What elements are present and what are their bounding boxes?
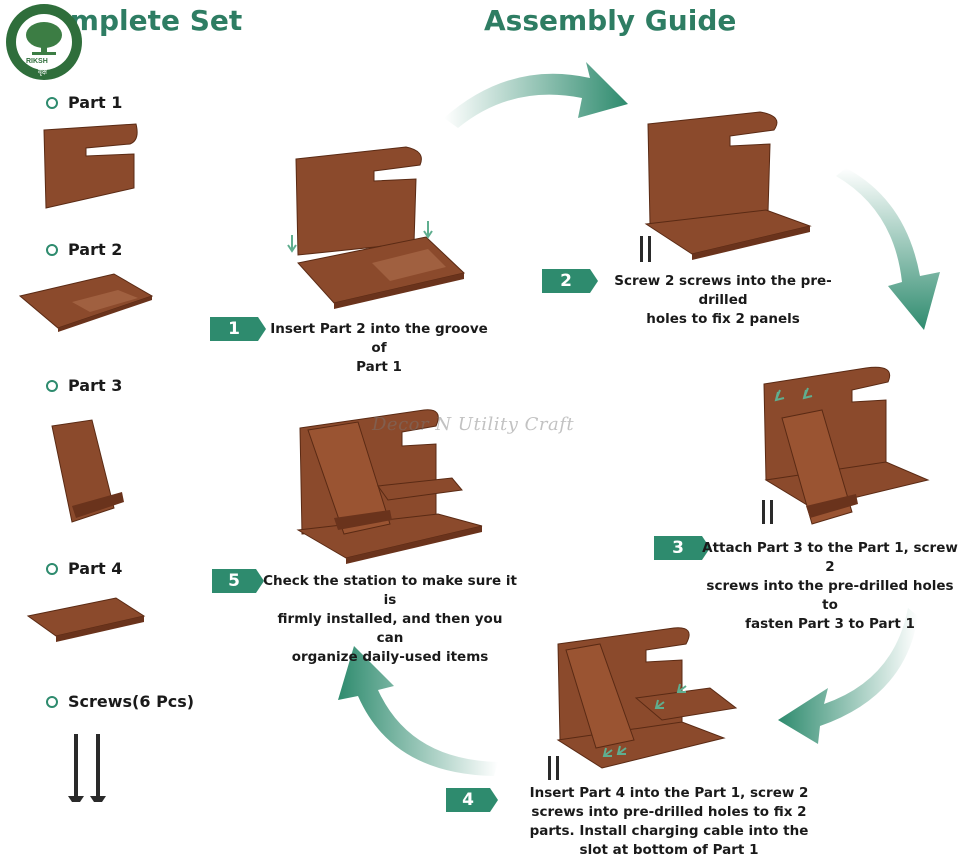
part-4-label: Part 4 — [46, 559, 122, 578]
step-1-badge: 1 — [210, 317, 266, 341]
logo-name: RIKSH — [26, 58, 48, 65]
part-1-image — [40, 122, 140, 212]
part-2-image — [18, 272, 158, 332]
step-2-badge: 2 — [542, 269, 598, 293]
watermark-text: Decor N Utility Craft — [372, 414, 574, 435]
bullet-icon — [46, 380, 58, 392]
part-2-label: Part 2 — [46, 240, 122, 259]
step-4-image — [546, 622, 736, 782]
logo-script: वृक्ष — [38, 68, 47, 77]
step-3-text: Attach Part 3 to the Part 1, screw 2 scr… — [702, 539, 958, 634]
part-3-label: Part 3 — [46, 376, 122, 395]
part-3-image — [48, 418, 128, 528]
arrow-right-upper-icon — [836, 168, 940, 330]
part-4-image — [26, 596, 146, 646]
bullet-icon — [46, 97, 58, 109]
bullet-icon — [46, 244, 58, 256]
step-2-text: Screw 2 screws into the pre-drilled hole… — [596, 272, 850, 329]
step-1-image — [286, 145, 476, 315]
arrow-top-icon — [444, 62, 628, 128]
assembly-guide-heading: Assembly Guide — [484, 4, 736, 37]
bullet-icon — [46, 696, 58, 708]
step-5-text: Check the station to make sure it is fir… — [262, 572, 518, 667]
screws-image — [66, 730, 116, 810]
screws-label: Screws(6 Pcs) — [46, 692, 194, 711]
step-3-image — [756, 362, 936, 532]
step-1-text: Insert Part 2 into the groove of Part 1 — [266, 320, 492, 377]
bullet-icon — [46, 563, 58, 575]
riksh-logo: RIKSH वृक्ष — [4, 2, 84, 82]
step-5-badge: 5 — [212, 569, 264, 593]
step-4-badge: 4 — [446, 788, 498, 812]
step-2-image — [634, 106, 814, 266]
part-1-label: Part 1 — [46, 93, 122, 112]
step-4-text: Insert Part 4 into the Part 1, screw 2 s… — [526, 784, 812, 860]
